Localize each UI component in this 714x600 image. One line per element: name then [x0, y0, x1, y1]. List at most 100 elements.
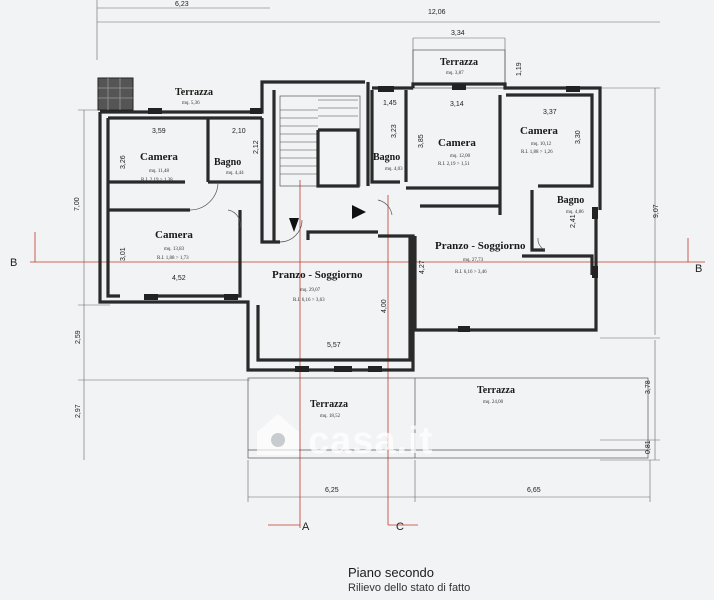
- section-label-a: A: [302, 521, 310, 533]
- room-bagno-3: Bagno mq. 4,86: [557, 195, 584, 215]
- dimension-label: 5,57: [327, 342, 341, 349]
- wall-east-south: [413, 210, 598, 332]
- room-camera-2: Camera mq. 13,83 R.I. 1,88 > 1,73: [155, 229, 193, 261]
- watermark-text: casa.it: [308, 420, 434, 462]
- dimension-label: 6,65: [527, 487, 541, 494]
- svg-text:R.I. 2,19 > 1,38: R.I. 2,19 > 1,38: [141, 178, 173, 183]
- svg-text:mq. 24,00: mq. 24,00: [483, 400, 504, 405]
- dimension-label: 3,30: [575, 130, 582, 144]
- dimension-label: 3,85: [418, 134, 425, 148]
- window-marker: [334, 366, 352, 372]
- wall-outer-north-west: [100, 80, 365, 114]
- window-marker: [378, 86, 394, 92]
- wall-bagno3-west: [530, 190, 545, 252]
- dimension-label: 0,81: [645, 440, 652, 454]
- terrace-top-outline: [412, 49, 506, 89]
- window-marker: [592, 207, 598, 219]
- terrace-south-outline: [247, 377, 649, 459]
- dimension-label: 4,00: [381, 299, 388, 313]
- svg-text:Bagno: Bagno: [557, 195, 584, 206]
- window-marker: [250, 108, 262, 114]
- dimension-label: 3,59: [152, 128, 166, 135]
- svg-text:mq. 4,03: mq. 4,03: [385, 167, 403, 172]
- stairwell: [279, 95, 361, 187]
- room-pranzo-soggiorno-1: Pranzo - Soggiorno mq. 29,07 R.I. 6,16 >…: [272, 269, 363, 303]
- wall-inner-west: [106, 118, 120, 298]
- door-arc: [377, 199, 393, 216]
- dimension-label: 2,97: [75, 404, 82, 418]
- svg-text:R.I. 1,88 > 1,73: R.I. 1,88 > 1,73: [157, 256, 189, 261]
- chimney-block: [97, 77, 134, 111]
- wall-east-north: [411, 82, 602, 210]
- dimension-label: 3,01: [120, 247, 127, 261]
- svg-text:mq. 13,83: mq. 13,83: [164, 247, 185, 252]
- dimension-label: 3,78: [645, 380, 652, 394]
- svg-text:Camera: Camera: [520, 125, 558, 137]
- wall-living-north: [306, 230, 378, 240]
- door-arc: [189, 181, 219, 211]
- dimension-label: 3,26: [120, 155, 127, 169]
- door-arc: [279, 219, 303, 243]
- svg-text:Camera: Camera: [438, 137, 476, 149]
- window-marker: [295, 366, 309, 372]
- room-camera-1: Camera mq. 11,48 R.I. 2,19 > 1,38: [140, 151, 178, 183]
- dimension-label: 4,27: [419, 260, 426, 274]
- wall-living-west-inner: [256, 236, 412, 362]
- room-camera-4: Camera mq. 10,12 R.I. 1,88 > 1,26: [520, 125, 558, 155]
- wall-camera2-east: [150, 210, 242, 298]
- room-terrazza-south-1: Terrazza mq. 18,52: [310, 399, 348, 419]
- plan-title: Piano secondo: [348, 565, 435, 580]
- room-camera-3: Camera mq. 12,00 R.I. 2,19 > 1,51: [438, 137, 476, 167]
- dimension-label: 2,59: [75, 330, 82, 344]
- dimension-label: 6,25: [325, 487, 339, 494]
- dimension-label: 3,34: [451, 30, 465, 37]
- svg-text:R.I. 1,88 > 1,26: R.I. 1,88 > 1,26: [521, 150, 553, 155]
- wall-stair-west: [260, 118, 280, 244]
- wall-camera4: [506, 93, 594, 188]
- svg-text:mq. 3,87: mq. 3,87: [446, 71, 464, 76]
- window-marker: [224, 294, 238, 300]
- dimension-label: 4,52: [172, 275, 186, 282]
- svg-text:Terrazza: Terrazza: [440, 57, 478, 68]
- dimension-label: 7,00: [74, 197, 81, 211]
- entrance-arrow-west-icon: [289, 218, 299, 232]
- dimension-label: 3,14: [450, 101, 464, 108]
- room-bagno-2: Bagno mq. 4,03: [373, 152, 403, 172]
- svg-text:mq. 18,52: mq. 18,52: [320, 414, 341, 419]
- svg-text:Terrazza: Terrazza: [477, 385, 515, 396]
- svg-text:mq. 11,48: mq. 11,48: [149, 169, 169, 174]
- svg-text:Terrazza: Terrazza: [175, 87, 213, 98]
- svg-text:mq. 27,73: mq. 27,73: [463, 258, 484, 263]
- dimension-label: 3,37: [543, 109, 557, 116]
- wall-living2-east-notch: [522, 254, 594, 275]
- window-marker: [148, 108, 162, 114]
- svg-text:R.I. 6,16 > 3,63: R.I. 6,16 > 3,63: [293, 298, 325, 303]
- svg-text:mq. 29,07: mq. 29,07: [300, 288, 321, 293]
- svg-text:mq. 12,00: mq. 12,00: [450, 154, 471, 159]
- window-marker: [144, 294, 158, 300]
- svg-text:mq. 4,44: mq. 4,44: [226, 171, 244, 176]
- window-marker: [566, 86, 580, 92]
- svg-text:Camera: Camera: [140, 151, 178, 163]
- svg-text:mq. 10,12: mq. 10,12: [531, 142, 552, 147]
- window-marker: [452, 84, 466, 90]
- svg-text:Terrazza: Terrazza: [310, 399, 348, 410]
- dimension-label: 2,12: [253, 140, 260, 154]
- room-pranzo-soggiorno-2: Pranzo - Soggiorno mq. 27,73 R.I. 6,16 >…: [435, 240, 526, 275]
- section-label-b-left: B: [10, 257, 17, 269]
- room-terrazza-top: Terrazza mq. 3,87: [440, 57, 478, 76]
- svg-text:R.I. 6,16 > 3,46: R.I. 6,16 > 3,46: [455, 270, 487, 275]
- svg-text:Bagno: Bagno: [214, 157, 241, 168]
- watermark-logo-icon: [257, 414, 299, 455]
- dimension-label: 3,23: [391, 124, 398, 138]
- dimension-label: 1,19: [516, 62, 523, 76]
- room-terrazza-south-2: Terrazza mq. 24,00: [477, 385, 515, 405]
- dimension-label: 2,10: [232, 128, 246, 135]
- dimension-label: 6,23: [175, 1, 189, 8]
- svg-text:R.I. 2,19 > 1,51: R.I. 2,19 > 1,51: [438, 162, 470, 167]
- entrance-arrow-east-icon: [352, 205, 366, 219]
- svg-text:mq. 5,36: mq. 5,36: [182, 101, 200, 106]
- room-bagno-1: Bagno mq. 4,44: [214, 157, 244, 176]
